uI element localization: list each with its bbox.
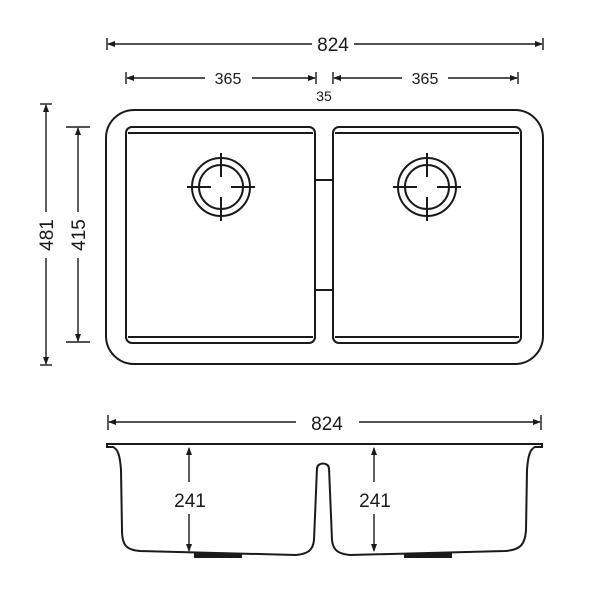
dimension-overall-depth: 481 bbox=[37, 103, 58, 366]
dimension-right-bowl-height: 241 bbox=[359, 447, 391, 552]
dim-label: 241 bbox=[174, 491, 206, 512]
dimension-overall-width-top: 824 bbox=[106, 35, 544, 56]
left-bowl bbox=[125, 126, 316, 344]
dimension-bowl-depth: 415 bbox=[66, 126, 90, 343]
dim-divider-label: 35 bbox=[316, 88, 332, 104]
dimension-left-bowl-width: 365 bbox=[125, 71, 317, 88]
dim-label: 241 bbox=[359, 491, 391, 512]
dimension-left-bowl-height: 241 bbox=[174, 447, 206, 552]
dim-label: 365 bbox=[412, 71, 439, 88]
drain-icon bbox=[393, 153, 461, 221]
drain-icon bbox=[187, 153, 255, 221]
drain-outlet bbox=[194, 553, 242, 558]
drain-outlet bbox=[404, 553, 452, 558]
dim-label: 824 bbox=[311, 414, 343, 435]
dim-label: 415 bbox=[69, 219, 90, 251]
dim-label: 365 bbox=[215, 71, 242, 88]
dim-label: 824 bbox=[317, 35, 349, 56]
dimension-right-bowl-width: 365 bbox=[332, 71, 519, 88]
sink-top-view bbox=[105, 109, 544, 365]
dim-label: 481 bbox=[37, 219, 58, 251]
dimension-overall-width-side: 824 bbox=[107, 414, 542, 435]
sink-side-view bbox=[106, 443, 543, 558]
right-bowl bbox=[332, 126, 522, 344]
